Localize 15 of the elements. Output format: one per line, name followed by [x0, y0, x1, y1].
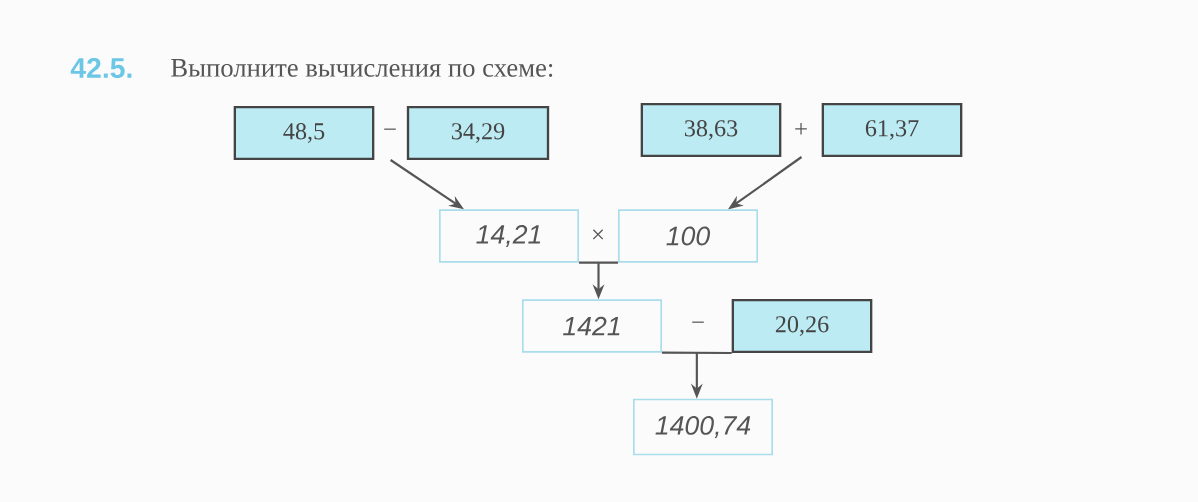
answer-box: 1400,74: [633, 398, 773, 456]
answer-box: 14,21: [439, 209, 579, 263]
number-box: 34,29: [406, 106, 550, 160]
answer-box: 100: [618, 209, 758, 263]
number-box: 61,37: [821, 103, 963, 157]
operation-sign: +: [795, 122, 807, 135]
operation-sign: ×: [592, 229, 604, 240]
number-box: 38,63: [640, 103, 782, 157]
answer-box: 1421: [522, 299, 662, 353]
operation-sign: −: [384, 128, 396, 130]
number-box: 48,5: [233, 106, 375, 160]
title: Выполните вычисления по схеме:: [171, 59, 553, 77]
number-box: 20,26: [731, 299, 873, 353]
operation-sign: −: [692, 321, 704, 323]
problem-number: 42.5.: [70, 57, 132, 79]
